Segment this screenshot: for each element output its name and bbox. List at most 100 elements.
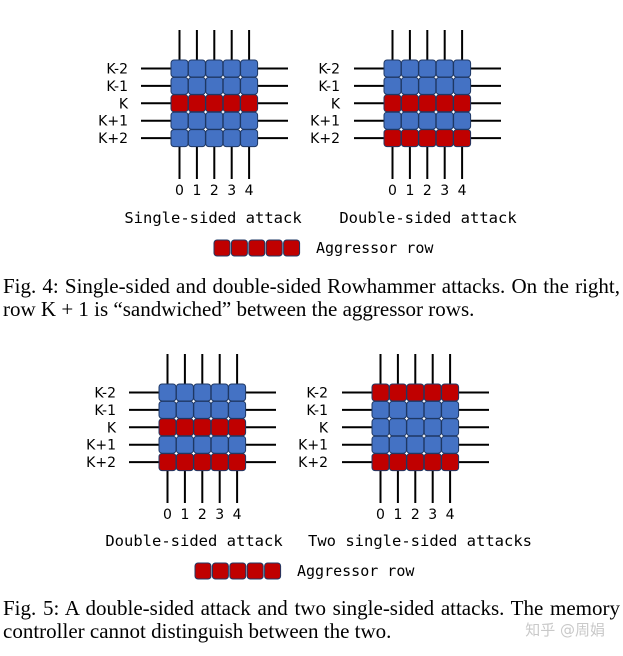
aggressor-cell bbox=[193, 418, 212, 437]
memory-cell bbox=[453, 111, 472, 130]
memory-cell bbox=[228, 383, 247, 402]
panel-title: Single-sided attack bbox=[124, 209, 302, 227]
memory-cell bbox=[175, 400, 194, 419]
memory-cell bbox=[193, 400, 212, 419]
memory-cell bbox=[371, 435, 390, 454]
memory-cell bbox=[187, 111, 206, 130]
row-label: K-2 bbox=[318, 62, 340, 78]
legend-swatch bbox=[194, 562, 212, 580]
memory-cell bbox=[205, 59, 224, 78]
memory-cell bbox=[240, 129, 259, 148]
column-label: 1 bbox=[405, 183, 414, 199]
memory-cell bbox=[441, 418, 460, 437]
column-label: 2 bbox=[210, 183, 219, 199]
row-label: K bbox=[119, 96, 129, 112]
panel-title: Two single-sided attacks bbox=[308, 532, 532, 550]
memory-cell bbox=[423, 435, 442, 454]
memory-cell bbox=[222, 76, 241, 95]
column-label: 2 bbox=[198, 507, 207, 523]
memory-cell bbox=[170, 59, 189, 78]
legend: Aggressor row bbox=[213, 239, 434, 257]
row-label: K-1 bbox=[94, 403, 116, 419]
aggressor-cell bbox=[418, 94, 437, 113]
memory-cell bbox=[371, 418, 390, 437]
aggressor-cell bbox=[435, 129, 454, 148]
memory-cell bbox=[170, 76, 189, 95]
row-label: K+2 bbox=[86, 455, 116, 471]
memory-cell bbox=[418, 59, 437, 78]
memory-cell bbox=[383, 111, 402, 130]
column-label: 1 bbox=[393, 507, 402, 523]
legend-swatch bbox=[211, 562, 229, 580]
memory-cell bbox=[240, 59, 259, 78]
memory-cell bbox=[423, 400, 442, 419]
legend-label: Aggressor row bbox=[297, 562, 415, 580]
row-label: K-1 bbox=[106, 79, 128, 95]
memory-cell bbox=[175, 383, 194, 402]
column-label: 0 bbox=[175, 183, 184, 199]
column-label: 3 bbox=[428, 507, 437, 523]
column-label: 4 bbox=[233, 507, 242, 523]
aggressor-cell bbox=[240, 94, 259, 113]
memory-cell bbox=[205, 111, 224, 130]
row-label: K+1 bbox=[86, 438, 116, 454]
row-label: K-1 bbox=[318, 79, 340, 95]
memory-cell bbox=[193, 383, 212, 402]
legend-swatch bbox=[265, 239, 283, 257]
row-label: K+2 bbox=[310, 131, 340, 147]
row-label: K+1 bbox=[98, 114, 128, 130]
row-label: K bbox=[319, 420, 329, 436]
column-label: 2 bbox=[423, 183, 432, 199]
memory-cell bbox=[210, 383, 229, 402]
memory-cell bbox=[435, 59, 454, 78]
row-label: K+2 bbox=[98, 131, 128, 147]
memory-cell bbox=[187, 59, 206, 78]
memory-cell bbox=[371, 400, 390, 419]
memory-cell bbox=[388, 400, 407, 419]
aggressor-cell bbox=[158, 453, 177, 472]
memory-cell bbox=[418, 76, 437, 95]
aggressor-cell bbox=[187, 94, 206, 113]
memory-cell bbox=[388, 435, 407, 454]
figure-5-caption: Fig. 5: A double-sided attack and two si… bbox=[3, 596, 620, 643]
aggressor-cell bbox=[170, 94, 189, 113]
column-label: 4 bbox=[458, 183, 467, 199]
column-label: 2 bbox=[411, 507, 420, 523]
column-label: 0 bbox=[376, 507, 385, 523]
row-label: K-2 bbox=[94, 386, 116, 402]
aggressor-cell bbox=[158, 418, 177, 437]
aggressor-cell bbox=[371, 383, 390, 402]
aggressor-cell bbox=[193, 453, 212, 472]
memory-cell bbox=[187, 76, 206, 95]
aggressor-cell bbox=[441, 383, 460, 402]
column-label: 4 bbox=[446, 507, 455, 523]
memory-cell bbox=[222, 111, 241, 130]
memory-cell bbox=[205, 129, 224, 148]
memory-cell bbox=[222, 59, 241, 78]
aggressor-cell bbox=[418, 129, 437, 148]
legend-label: Aggressor row bbox=[316, 239, 434, 257]
aggressor-cell bbox=[435, 94, 454, 113]
row-label: K+1 bbox=[298, 438, 328, 454]
aggressor-cell bbox=[406, 453, 425, 472]
figure-4-caption: Fig. 4: Single-sided and double-sided Ro… bbox=[3, 274, 620, 321]
memory-cell bbox=[406, 418, 425, 437]
legend-swatch bbox=[248, 239, 266, 257]
memory-cell bbox=[383, 76, 402, 95]
memory-cell bbox=[441, 435, 460, 454]
aggressor-cell bbox=[175, 418, 194, 437]
legend-swatch bbox=[283, 239, 301, 257]
column-label: 1 bbox=[180, 507, 189, 523]
aggressor-cell bbox=[400, 129, 419, 148]
watermark: 知乎 @周娟 bbox=[525, 621, 605, 639]
column-label: 0 bbox=[388, 183, 397, 199]
memory-cell bbox=[222, 129, 241, 148]
memory-cell bbox=[418, 111, 437, 130]
row-label: K+2 bbox=[298, 455, 328, 471]
aggressor-cell bbox=[210, 418, 229, 437]
